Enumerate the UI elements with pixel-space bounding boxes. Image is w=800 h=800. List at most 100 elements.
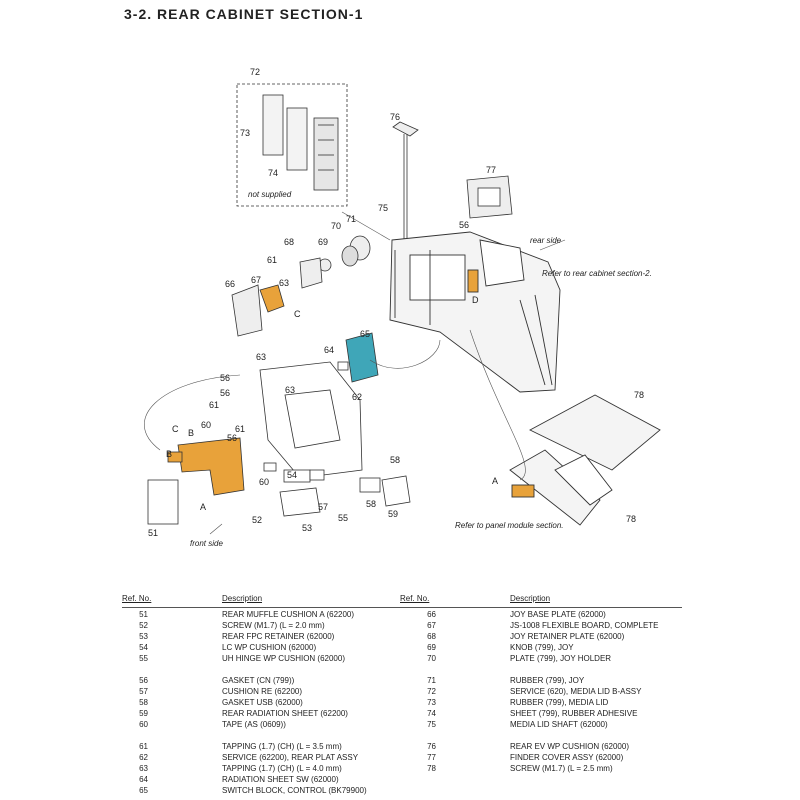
- note-not-supplied: not supplied: [248, 190, 292, 199]
- header-ref-left: Ref. No.: [122, 594, 152, 603]
- callout: 76: [390, 112, 400, 122]
- callout: 68: [284, 237, 294, 247]
- connector-letter: A: [492, 476, 498, 486]
- callout: 64: [324, 345, 334, 355]
- note-refer-section2: Refer to rear cabinet section-2.: [542, 269, 652, 278]
- callout: 54: [287, 470, 297, 480]
- callout: 55: [338, 513, 348, 523]
- connector-letter: A: [200, 502, 206, 512]
- joystick-parts: [231, 235, 371, 337]
- note-refer-panel: Refer to panel module section.: [455, 521, 564, 530]
- callout: 75: [378, 203, 388, 213]
- parts-list-table: Ref. No. Description Ref. No. Descriptio…: [122, 593, 682, 795]
- callout: 72: [250, 67, 260, 77]
- note-front-side: front side: [190, 539, 223, 548]
- switch-block-part: [337, 332, 379, 383]
- callout: 65: [360, 329, 370, 339]
- callout: 60: [259, 477, 269, 487]
- connector-letter: C: [172, 424, 179, 434]
- callout: 56: [227, 433, 237, 443]
- connector-letters: C B A D C B A: [166, 295, 498, 512]
- callout: 60: [201, 420, 211, 430]
- callout: 52: [252, 515, 262, 525]
- callout: 78: [626, 514, 636, 524]
- callout: 69: [318, 237, 328, 247]
- note-rear-side: rear side: [530, 236, 562, 245]
- callout: 61: [235, 424, 245, 434]
- muffle-cushion-part: [147, 479, 179, 525]
- callout: 59: [388, 509, 398, 519]
- callout: 56: [459, 220, 469, 230]
- callout: 63: [279, 278, 289, 288]
- callout: 56: [220, 373, 230, 383]
- header-desc-left: Description: [222, 594, 263, 603]
- shaft-and-cushion: [392, 121, 419, 240]
- callout: 63: [285, 385, 295, 395]
- connector-letter: C: [294, 309, 301, 319]
- connector-letter: D: [472, 295, 479, 305]
- media-lid-assy-group: [236, 83, 348, 207]
- callout: 61: [209, 400, 219, 410]
- panel-module-part: [509, 394, 661, 526]
- connector-letter: B: [188, 428, 194, 438]
- finder-cover-part: [466, 175, 513, 219]
- rear-plate-part: [259, 361, 363, 479]
- callout: 58: [366, 499, 376, 509]
- callout: 58: [390, 455, 400, 465]
- callout: 53: [302, 523, 312, 533]
- callout: 56: [220, 388, 230, 398]
- callout: 74: [268, 168, 278, 178]
- connector-letter: B: [166, 449, 172, 459]
- callout: 63: [256, 352, 266, 362]
- callout: 62: [352, 392, 362, 402]
- callout: 51: [148, 528, 158, 538]
- callout: 73: [240, 128, 250, 138]
- callout: 66: [225, 279, 235, 289]
- callout: 71: [346, 214, 356, 224]
- callout: 77: [486, 165, 496, 175]
- parts-list-header: Ref. No. Description Ref. No. Descriptio…: [122, 593, 682, 608]
- callout: 70: [331, 221, 341, 231]
- header-ref-right: Ref. No.: [400, 594, 430, 603]
- header-desc-right: Description: [510, 594, 551, 603]
- callout: 57: [318, 502, 328, 512]
- small-parts: [263, 462, 411, 517]
- flexible-board-part: [167, 437, 245, 496]
- callout-labels: 72 73 74 76 77 75 56 71 70 68 69 61 63 6…: [148, 67, 644, 538]
- callout: 67: [251, 275, 261, 285]
- exploded-diagram: 72 73 74 76 77 75 56 71 70 68 69 61 63 6…: [144, 67, 661, 548]
- callout: 78: [634, 390, 644, 400]
- callout: 61: [267, 255, 277, 265]
- page-title: 3-2. REAR CABINET SECTION-1: [124, 6, 364, 22]
- guide-lines: [144, 211, 566, 535]
- rear-cabinet-body: [389, 231, 561, 393]
